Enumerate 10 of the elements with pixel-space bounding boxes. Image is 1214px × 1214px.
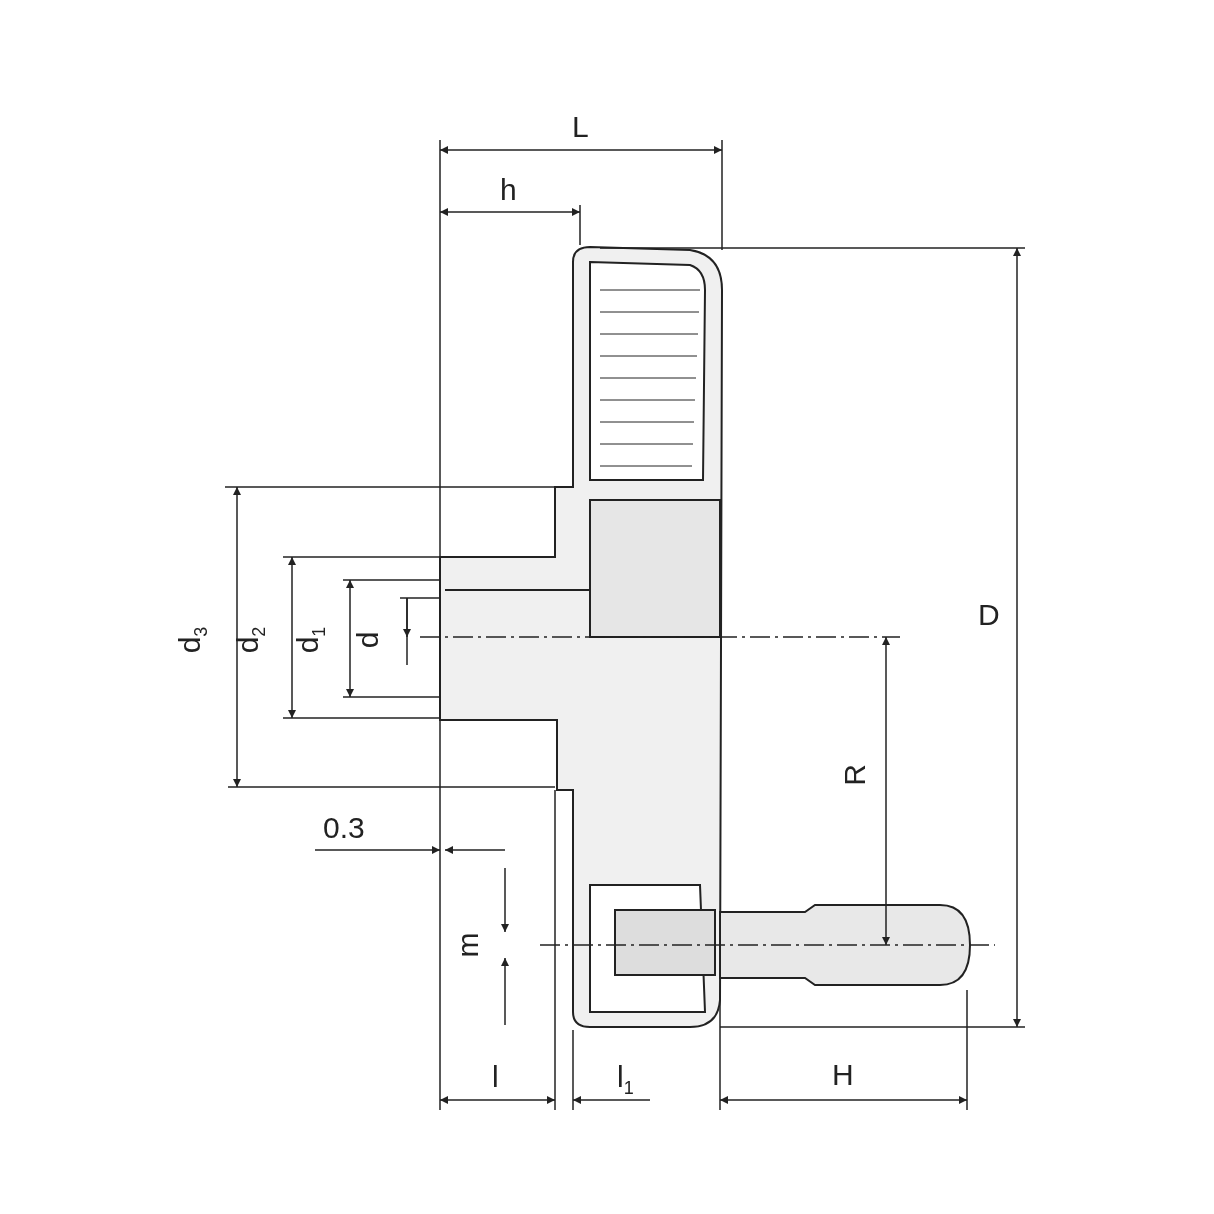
dimension-label: d: [353, 631, 383, 649]
dimension-label: l$_{1}$: [617, 1062, 634, 1097]
dimension-label: R: [840, 764, 870, 786]
dimension-label: m: [453, 932, 483, 958]
dimension-label: l: [492, 1062, 499, 1092]
dimension-label: H: [832, 1060, 854, 1090]
dimension-label: h: [500, 175, 517, 205]
dimension-label: D: [978, 600, 1000, 630]
dimension-label: 0.3: [323, 813, 365, 843]
dimension-label: L: [572, 112, 589, 142]
